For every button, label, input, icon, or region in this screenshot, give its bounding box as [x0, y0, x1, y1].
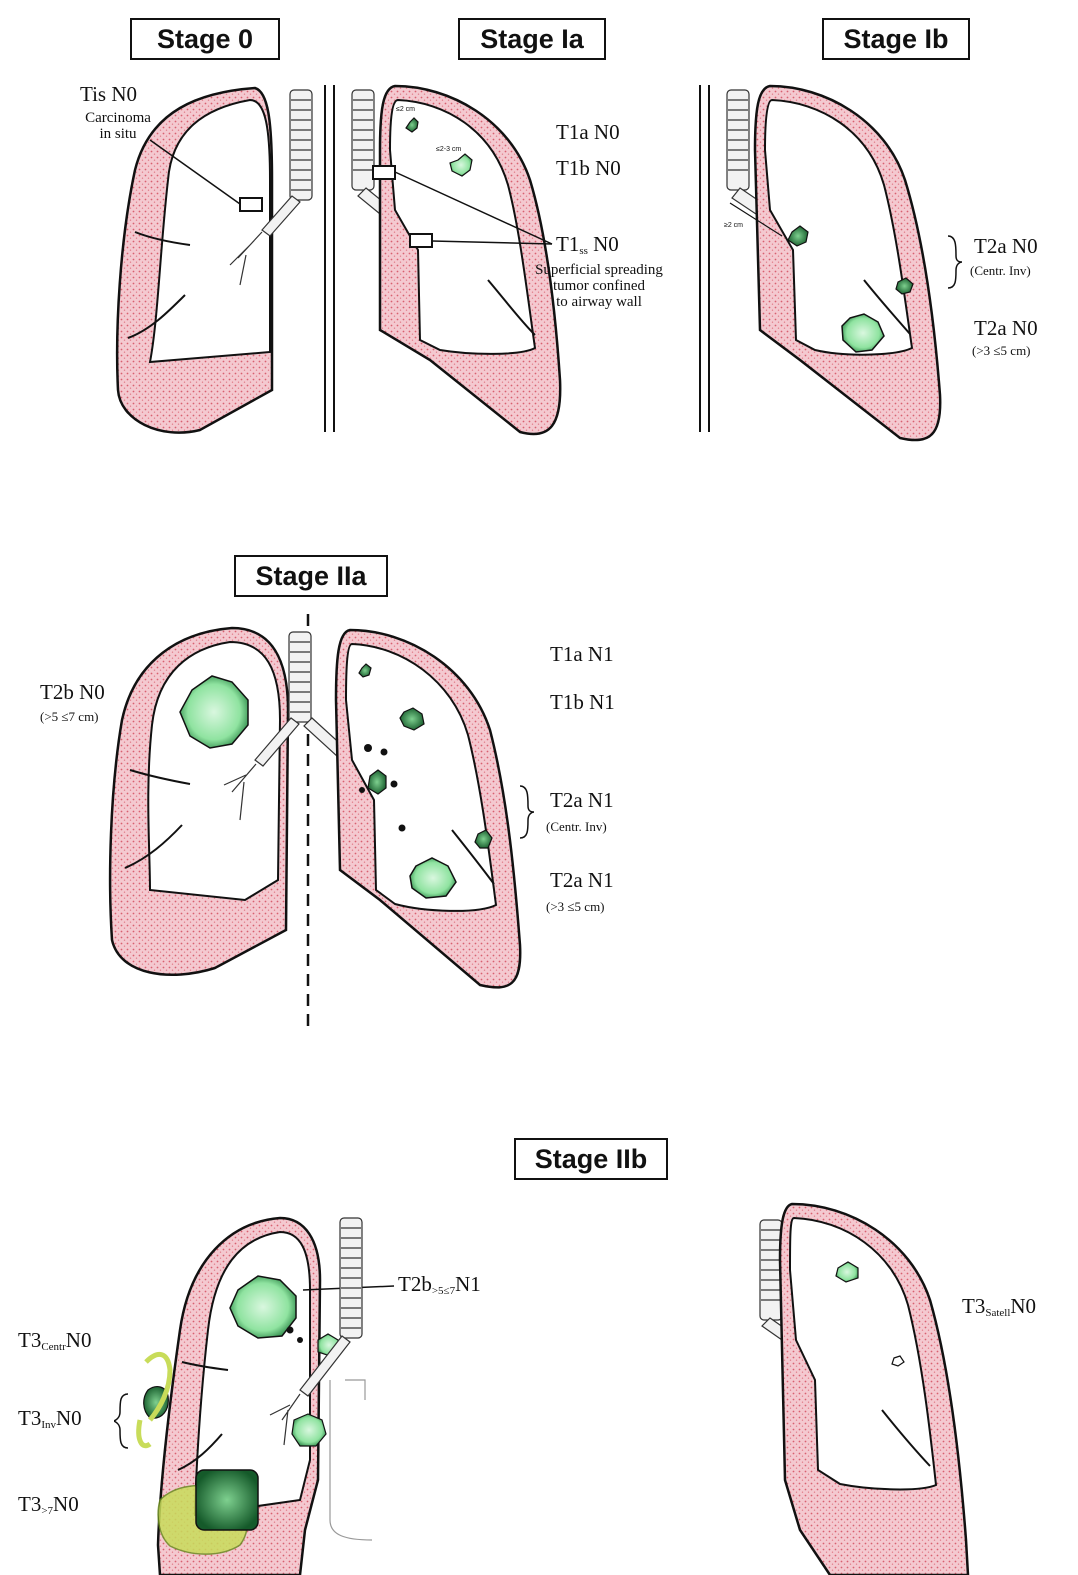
cis-line-1: Carcinoma — [85, 110, 151, 126]
t3-satell-n0-label: T3SatellN0 — [962, 1296, 1036, 1319]
stage2a-right-lung — [110, 628, 288, 975]
t3-gt7-n0-label: T3>7N0 — [18, 1494, 79, 1517]
stage-0-heading: Stage 0 — [130, 18, 280, 60]
t3c-main: T3 — [18, 1328, 41, 1352]
size-mid-label: ≤2-3 cm — [436, 146, 461, 153]
t3-centr-n0-label: T3CentrN0 — [18, 1330, 91, 1353]
t2b-n0-label: T2b N0 — [40, 682, 105, 703]
tumor-lower — [292, 1414, 326, 1446]
carcinoma-in-situ-note: Carcinoma in situ — [68, 110, 168, 142]
stage2a-left-lung — [336, 630, 520, 987]
t3-inv-brace — [114, 1392, 130, 1450]
stage1b-lung — [730, 86, 940, 440]
t3s-tail: N0 — [1010, 1294, 1036, 1318]
t1ss-n0-label: T1ss N0 — [556, 234, 619, 257]
t2b-n0-sub: (>5 ≤7 cm) — [40, 710, 99, 723]
t37-main: T3 — [18, 1492, 41, 1516]
ss-line-2: tumor confined — [553, 278, 645, 294]
ss-line-3: to airway wall — [556, 294, 642, 310]
t1ss-sub: ss — [579, 245, 588, 257]
stage-2b-heading: Stage IIb — [514, 1138, 668, 1180]
t2a-n0-central-label: T2a N0 — [974, 236, 1038, 257]
t1b-n0-label: T1b N0 — [556, 158, 621, 179]
t1a-n1-label: T1a N1 — [550, 644, 614, 665]
ss-marker-2 — [410, 234, 432, 247]
tis-marker — [240, 198, 262, 211]
stage-1a-heading: Stage Ia — [458, 18, 606, 60]
distance-label: ≥2 cm — [724, 222, 743, 229]
size-small-label: ≤2 cm — [396, 106, 415, 113]
stage2b-left-lung — [780, 1204, 968, 1575]
t3s-main: T3 — [962, 1294, 985, 1318]
t3i-sub: Inv — [41, 1419, 56, 1431]
t3i-tail: N0 — [56, 1406, 82, 1430]
t3i-main: T3 — [18, 1406, 41, 1430]
superficial-spreading-note: Superficial spreading tumor confined to … — [506, 262, 692, 310]
t3s-sub: Satell — [985, 1307, 1010, 1319]
t2b-n1-tail: N1 — [455, 1272, 481, 1296]
ss-marker-1 — [373, 166, 395, 179]
t2a-n1-size-sub: (>3 ≤5 cm) — [546, 900, 605, 913]
ss-line-1: Superficial spreading — [535, 262, 663, 278]
cis-line-2: in situ — [99, 126, 136, 142]
t2b-n1-sub: >5≤7 — [432, 1285, 455, 1297]
t2a-n0-size-label: T2a N0 — [974, 318, 1038, 339]
stage1a-lung — [373, 86, 560, 434]
stage-1b-heading: Stage Ib — [822, 18, 970, 60]
t1ss-tail: N0 — [588, 232, 619, 256]
t3c-tail: N0 — [66, 1328, 92, 1352]
t2b-n1-main: T2b — [398, 1272, 432, 1296]
stage-2a-heading: Stage IIa — [234, 555, 388, 597]
t2a-n1-central-sub: (Centr. Inv) — [546, 820, 607, 833]
t37-tail: N0 — [53, 1492, 79, 1516]
t2b-n1-label: T2b>5≤7N1 — [398, 1274, 481, 1297]
tis-n0-label: Tis N0 — [80, 84, 137, 105]
t1b-n1-label: T1b N1 — [550, 692, 615, 713]
tumor-t3-large — [196, 1470, 258, 1530]
t2a-n1-central-label: T2a N1 — [550, 790, 614, 811]
t2a-n1-size-label: T2a N1 — [550, 870, 614, 891]
t37-sub: >7 — [41, 1505, 53, 1517]
t2a-n0-central-sub: (Centr. Inv) — [970, 264, 1031, 277]
t3c-sub: Centr — [41, 1341, 65, 1353]
t2a-n0-size-sub: (>3 ≤5 cm) — [972, 344, 1031, 357]
t1ss-main: T1 — [556, 232, 579, 256]
t3-inv-n0-label: T3InvN0 — [18, 1408, 82, 1431]
t1a-n0-label: T1a N0 — [556, 122, 620, 143]
